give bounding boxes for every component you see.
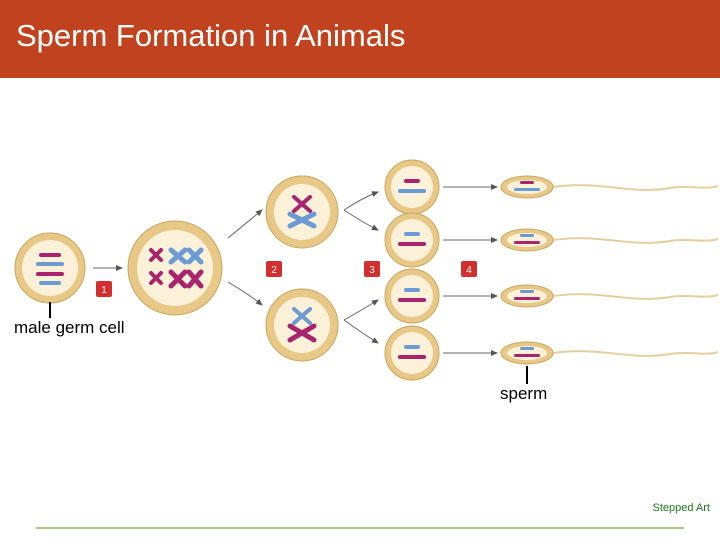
chromosome-blue (36, 262, 64, 266)
chromosome-pair-magenta (168, 269, 204, 289)
chromosome-pair-magenta (149, 248, 163, 285)
chromosome-pair-blue (168, 247, 204, 265)
chromosome-magenta (36, 272, 64, 276)
secondary-cell-lower (265, 288, 339, 362)
process-arrows (93, 184, 498, 356)
daughter-cell (384, 268, 440, 324)
step-number-2: 2 (271, 265, 277, 276)
page-title: Sperm Formation in Animals (16, 18, 406, 53)
step-badge-1: 1 (96, 281, 112, 297)
arrow-to-cell-a (343, 191, 379, 211)
footer-divider (36, 527, 684, 529)
daughter-cell (384, 159, 440, 215)
title-bar: Sperm Formation in Animals (0, 0, 720, 78)
arrow-to-cell-b (343, 209, 379, 231)
arrow-to-lower-cell (227, 281, 263, 306)
arrow-to-cell-d (343, 319, 379, 344)
male-germ-cell-label: male germ cell (14, 318, 125, 337)
chromosome-blue (39, 281, 61, 285)
sperm-cell (500, 284, 719, 308)
stepped-art-label: Stepped Art (652, 502, 711, 514)
sperm-cell (500, 341, 719, 365)
step-number-1: 1 (101, 285, 107, 296)
step-badge-2: 2 (266, 261, 282, 277)
sperm-cell (500, 228, 719, 252)
step-badge-3: 3 (364, 261, 380, 277)
male-germ-cell (14, 232, 86, 304)
step-number-4: 4 (466, 265, 472, 276)
secondary-cell-upper (265, 175, 339, 249)
chromosome-magenta (39, 253, 61, 257)
arrow-to-cell-c (343, 299, 379, 321)
sperm-cell (500, 175, 719, 199)
arrow-to-upper-cell (227, 209, 263, 239)
sperm-label: sperm (500, 384, 548, 403)
step-badge-4: 4 (461, 261, 477, 277)
daughter-cell (384, 325, 440, 381)
step-number-3: 3 (369, 265, 375, 276)
meiosis-one-cell (127, 220, 223, 316)
daughter-cell (384, 212, 440, 268)
